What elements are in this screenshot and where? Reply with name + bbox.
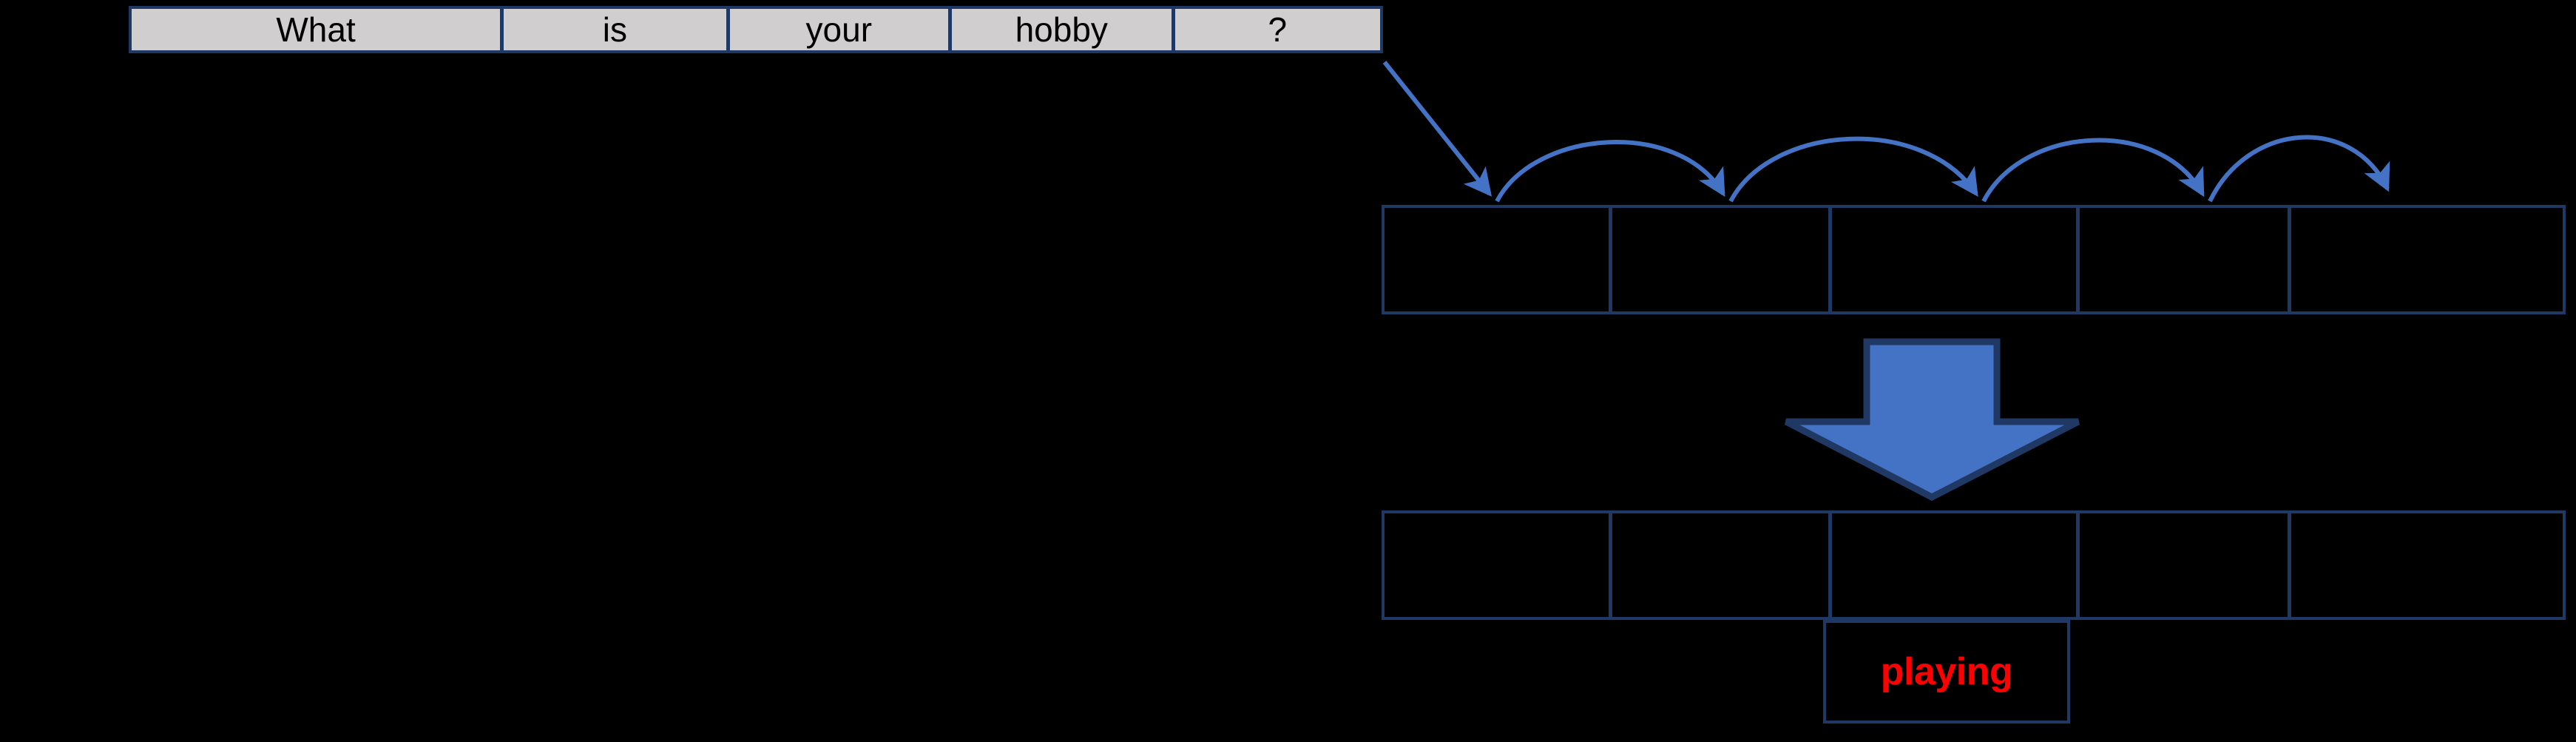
transition-arc-arrow-2 xyxy=(1728,136,1978,203)
transition-arc-arrow-3 xyxy=(1981,138,2205,203)
input-token-label-3: your xyxy=(805,10,873,49)
predicted-token-label: playing xyxy=(1880,650,2013,693)
input-token-cell-5: ? xyxy=(1172,6,1383,53)
input-token-label-4: hobby xyxy=(1015,10,1108,49)
encoder-state-cell-3 xyxy=(1829,205,2079,314)
input-token-cell-3: your xyxy=(726,6,952,53)
decoder-state-cell-1 xyxy=(1382,510,1612,620)
input-sentence-row: What is your hobby ? xyxy=(129,6,1383,53)
encoder-state-cell-4 xyxy=(2077,205,2291,314)
input-token-label-2: is xyxy=(602,10,627,49)
decode-down-arrow xyxy=(1784,338,2080,502)
transition-arc-arrow-1 xyxy=(1495,140,1725,203)
feed-arrow-diagonal xyxy=(1382,61,1492,197)
transition-arc-arrow-4 xyxy=(2208,135,2390,203)
input-token-label-1: What xyxy=(276,10,356,49)
encoder-state-cell-1 xyxy=(1382,205,1612,314)
decoder-state-cell-5 xyxy=(2288,510,2566,620)
predicted-token-cell: playing xyxy=(1823,620,2070,724)
encoder-state-row xyxy=(1382,205,2572,314)
encoder-state-cell-5 xyxy=(2288,205,2566,314)
input-token-cell-1: What xyxy=(129,6,504,53)
decoder-state-cell-2 xyxy=(1609,510,1831,620)
decoder-state-cell-3 xyxy=(1829,510,2079,620)
input-token-label-5: ? xyxy=(1268,10,1288,49)
input-token-cell-4: hobby xyxy=(949,6,1174,53)
decoder-state-cell-4 xyxy=(2077,510,2291,620)
input-token-cell-2: is xyxy=(501,6,729,53)
encoder-state-cell-2 xyxy=(1609,205,1831,314)
decoder-state-row xyxy=(1382,510,2572,620)
